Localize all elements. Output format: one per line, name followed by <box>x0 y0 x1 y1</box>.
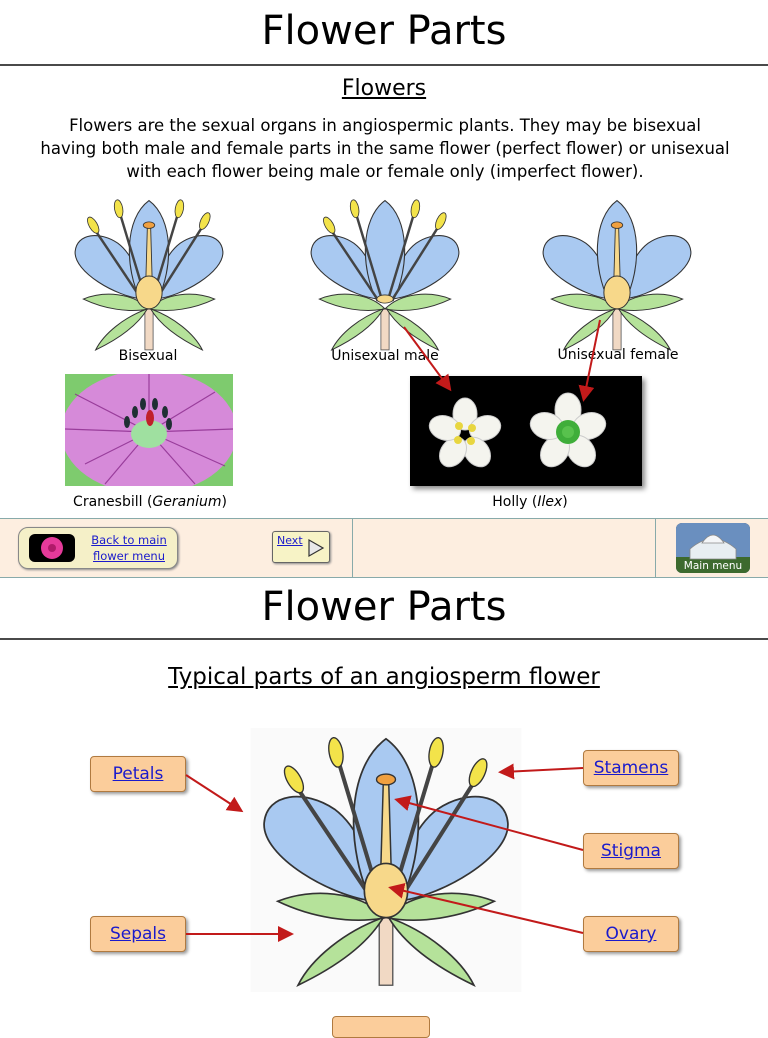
stamens-link[interactable]: Stamens <box>583 750 679 786</box>
back-to-main-flower-menu-button[interactable]: Back to main flower menu <box>18 527 178 569</box>
petals-link[interactable]: Petals <box>90 756 186 792</box>
navbar-divider <box>655 519 656 577</box>
main-menu-label: Main menu <box>683 560 743 572</box>
pink-flower-thumbnail-icon <box>29 534 75 562</box>
section-heading-2: Typical parts of an angiosperm flower <box>168 664 600 690</box>
caption-unisexual-male: Unisexual male <box>331 348 439 364</box>
play-arrow-icon <box>308 538 325 558</box>
page2-arrows <box>185 763 584 942</box>
holly-photo <box>410 376 642 486</box>
angiosperm-flower-diagram <box>250 728 522 992</box>
female-arrow <box>578 319 601 402</box>
male-flower-illustration <box>310 197 460 351</box>
partial-label-box <box>332 1016 430 1038</box>
page-title-2: Flower Parts <box>261 584 507 630</box>
caption-cranesbill: Cranesbill (Geranium) <box>73 494 227 510</box>
back-button-label: Back to main flower menu <box>91 533 167 563</box>
navbar-divider <box>352 519 353 577</box>
petals-arrow <box>185 774 244 813</box>
next-button[interactable]: Next <box>272 531 330 563</box>
stigma-arrow <box>394 795 584 851</box>
cranesbill-photo <box>65 374 233 486</box>
caption-holly: Holly (Ilex) <box>492 494 568 510</box>
sepals-link[interactable]: Sepals <box>90 916 186 952</box>
conservatory-thumbnail-icon <box>676 523 750 573</box>
ovary-arrow <box>388 882 584 934</box>
navigation-bar: Back to main flower menu Next Main menu <box>0 518 768 578</box>
page1-arrows <box>403 319 601 402</box>
stigma-link[interactable]: Stigma <box>583 833 679 869</box>
stamens-arrow <box>498 763 584 780</box>
title-divider-2 <box>0 638 768 640</box>
next-button-label: Next <box>277 534 303 547</box>
page-title: Flower Parts <box>261 8 507 54</box>
male-arrow <box>403 326 452 392</box>
title-divider <box>0 64 768 66</box>
section-heading: Flowers <box>341 76 427 101</box>
main-menu-button[interactable]: Main menu <box>676 523 750 573</box>
ovary-link[interactable]: Ovary <box>583 916 679 952</box>
intro-paragraph: Flowers are the sexual organs in angiosp… <box>40 116 730 181</box>
caption-bisexual: Bisexual <box>118 348 178 364</box>
caption-unisexual-female: Unisexual female <box>557 347 679 363</box>
